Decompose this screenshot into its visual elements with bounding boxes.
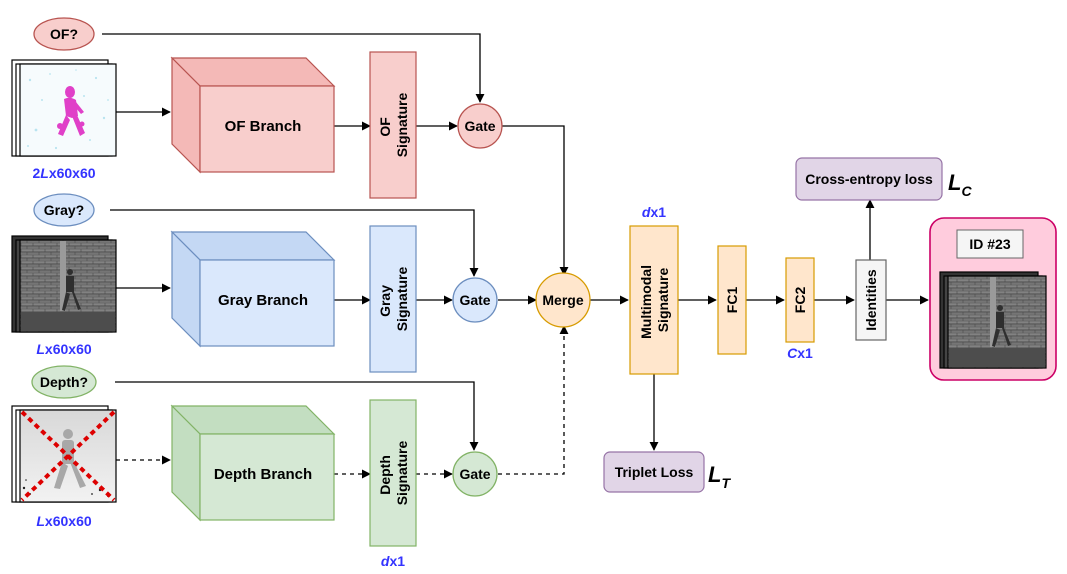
triplet-loss-label: Triplet Loss — [615, 464, 694, 480]
fc2-layer: FC2 — [785, 257, 815, 343]
depth-signature: Depth Signature — [369, 399, 417, 547]
of-input-dims: 2Lx60x60 — [32, 165, 95, 181]
depth-input-stack — [11, 405, 117, 503]
depth-branch: Depth Branch — [170, 404, 336, 522]
of-question-label: OF? — [50, 26, 78, 42]
id-label-box — [956, 229, 1024, 259]
of-gate: Gate — [457, 103, 503, 149]
gray-question: Gray? — [33, 193, 95, 227]
gray-input-stack — [11, 235, 117, 333]
of-signature-label: OF Signature — [377, 93, 410, 158]
multimodal-signature: Multimodal Signature — [629, 225, 679, 375]
of-input-silhouette — [57, 86, 85, 136]
depth-gate-label: Gate — [459, 466, 490, 482]
lc-symbol: LC — [948, 170, 972, 199]
of-signature: OF Signature — [369, 51, 417, 199]
output-image-stack — [939, 271, 1047, 369]
depth-branch-label: Depth Branch — [214, 466, 312, 483]
fc1-layer: FC1 — [717, 245, 747, 355]
connectors — [102, 33, 929, 479]
of-question: OF? — [33, 17, 95, 51]
gray-question-to-gate-arrow — [110, 209, 479, 277]
depth-question-to-gate-arrow — [115, 381, 479, 451]
depth-signature-dims: dx1 — [381, 553, 405, 569]
depth-input-dims: Lx60x60 — [36, 513, 91, 529]
gray-gate: Gate — [452, 277, 498, 323]
of-question-bubble — [33, 17, 95, 51]
gray-branch-label: Gray Branch — [218, 292, 308, 309]
fc2-label: FC2 — [792, 287, 808, 314]
output-panel: ID #23 — [929, 217, 1057, 381]
triplet-loss: Triplet Loss — [603, 451, 705, 493]
depth-question-bubble — [31, 365, 97, 399]
fc2-dims: Cx1 — [787, 345, 813, 361]
output-person — [992, 305, 1011, 347]
of-gate-label: Gate — [464, 118, 495, 134]
gray-signature: Gray Signature — [369, 225, 417, 373]
depth-gate-to-merge-arrow — [498, 325, 569, 475]
depth-question: Depth? — [31, 365, 97, 399]
lt-symbol: LT — [708, 462, 731, 491]
depth-signature-label: Depth Signature — [377, 441, 410, 506]
gray-input-dims: Lx60x60 — [36, 341, 91, 357]
cross-entropy-label: Cross-entropy loss — [805, 171, 933, 187]
merge-node: Merge — [535, 272, 591, 328]
gray-question-bubble — [33, 193, 95, 227]
of-input-noise — [27, 69, 109, 150]
gray-question-label: Gray? — [44, 202, 84, 218]
gray-branch: Gray Branch — [170, 230, 336, 348]
of-input-stack — [11, 59, 117, 157]
depth-disabled-cross-icon — [20, 410, 116, 502]
gray-signature-label: Gray Signature — [377, 267, 410, 332]
of-question-to-gate-arrow — [102, 33, 485, 103]
of-branch: OF Branch — [170, 56, 336, 174]
gray-gate-label: Gate — [459, 292, 490, 308]
of-gate-to-merge-arrow — [502, 125, 569, 276]
depth-gate: Gate — [452, 451, 498, 497]
cross-entropy-loss: Cross-entropy loss — [795, 157, 943, 201]
identities-node: Identities — [855, 259, 887, 341]
of-branch-label: OF Branch — [225, 118, 302, 135]
merge-label: Merge — [542, 292, 583, 308]
id-label: ID #23 — [969, 236, 1010, 252]
fc1-label: FC1 — [724, 287, 740, 314]
multimodal-signature-label: Multimodal Signature — [638, 261, 671, 339]
multimodal-dims: dx1 — [642, 204, 666, 220]
depth-question-label: Depth? — [40, 374, 88, 390]
identities-label: Identities — [863, 269, 879, 331]
gray-input-person — [62, 269, 81, 311]
